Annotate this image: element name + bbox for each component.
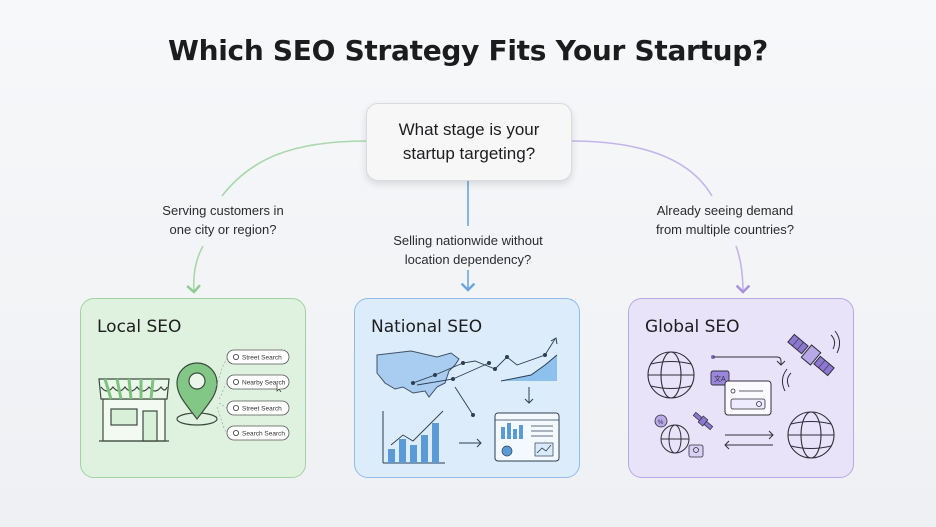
svg-text:%: %: [658, 420, 664, 426]
arrows-icon: [724, 430, 774, 450]
global-seo-card: Global SEO 文A: [628, 298, 854, 478]
search-pill-4: Search Search: [242, 431, 285, 438]
map-pin-icon: [176, 362, 218, 426]
satellite-icon: [787, 333, 835, 377]
globe-icon: [647, 351, 695, 399]
small-globe-icon: [660, 424, 690, 454]
trend-line-icon: [500, 337, 558, 382]
global-connector: [569, 140, 713, 197]
storefront-icon: [98, 378, 170, 442]
search-icon: [232, 354, 239, 361]
national-question: Selling nationwide without location depe…: [393, 233, 543, 267]
search-icon: [232, 429, 239, 436]
local-connector: [221, 140, 367, 197]
globe-icon: [787, 411, 835, 459]
local-question: Serving customers in one city or region?: [162, 203, 284, 237]
global-question: Already seeing demand from multiple coun…: [656, 203, 794, 237]
cursor-icon: [276, 383, 282, 393]
search-icon: [232, 405, 239, 412]
local-connector-arrow: [186, 245, 204, 294]
global-seo-title: Global SEO: [645, 317, 740, 337]
search-pill-3: Street Search: [242, 406, 282, 413]
center-question: What stage is your startup targeting?: [366, 103, 572, 181]
search-pill-1: Street Search: [242, 355, 282, 362]
local-seo-title: Local SEO: [97, 317, 182, 337]
dashboard-icon: [494, 412, 560, 462]
search-icon: [232, 379, 239, 386]
svg-text:文A: 文A: [714, 374, 726, 383]
national-seo-card: National SEO: [354, 298, 580, 478]
us-map-icon: [376, 350, 460, 398]
local-seo-card: Local SEO Street Search Nearby Search: [80, 298, 306, 478]
translate-icon: 文A: [710, 370, 772, 416]
search-pill-2: Nearby Search: [242, 380, 286, 387]
page-title: Which SEO Strategy Fits Your Startup?: [168, 34, 768, 67]
global-connector-arrow: [735, 245, 751, 294]
national-seo-title: National SEO: [371, 317, 483, 337]
search-pill-list: Street Search Nearby Search Street Searc…: [208, 349, 290, 441]
bar-chart-icon: [382, 410, 445, 464]
